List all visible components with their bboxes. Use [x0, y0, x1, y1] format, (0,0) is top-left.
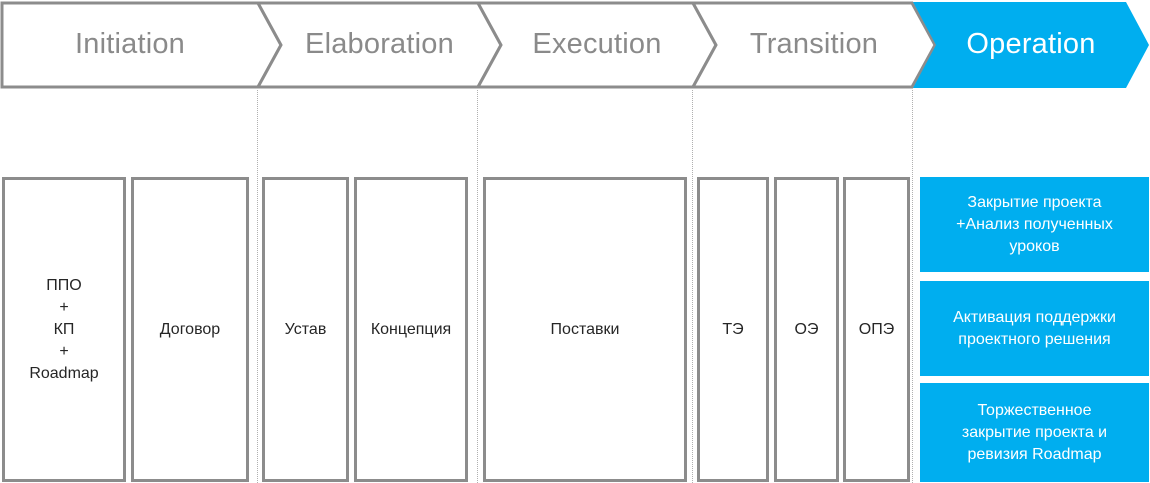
stage-label-execution: Execution: [532, 27, 662, 60]
stage-label-elaboration: Elaboration: [305, 27, 454, 60]
stage-label-initiation: Initiation: [74, 27, 185, 60]
phase-divider: [912, 90, 913, 483]
phase-divider: [257, 90, 258, 483]
phase-arrows: [0, 1, 1149, 89]
stage-arrow-transition: [690, 1, 937, 89]
deliverable-concept: Концепция: [354, 177, 468, 482]
operation-item-project-closure: Закрытие проекта +Анализ полученных урок…: [920, 177, 1149, 272]
phase-divider: [477, 90, 478, 483]
operation-item-support-activation: Активация поддержки проектного решения: [920, 281, 1149, 376]
stage-label-operation: Operation: [966, 27, 1096, 60]
deliverable-charter: Устав: [262, 177, 349, 482]
deliverable-ope: ОПЭ: [843, 177, 910, 482]
deliverable-contract: Договор: [131, 177, 249, 482]
deliverable-oe: ОЭ: [774, 177, 839, 482]
stage-arrow-operation: [913, 2, 1149, 88]
phase-divider: [692, 90, 693, 483]
deliverable-supplies: Поставки: [483, 177, 687, 482]
operation-item-ceremonial-closure: Торжественное закрытие проекта и ревизия…: [920, 383, 1149, 482]
deliverable-ppo-kp-roadmap: ППО + КП + Roadmap: [2, 177, 126, 482]
stage-label-transition: Transition: [749, 27, 879, 60]
deliverable-te: ТЭ: [697, 177, 769, 482]
